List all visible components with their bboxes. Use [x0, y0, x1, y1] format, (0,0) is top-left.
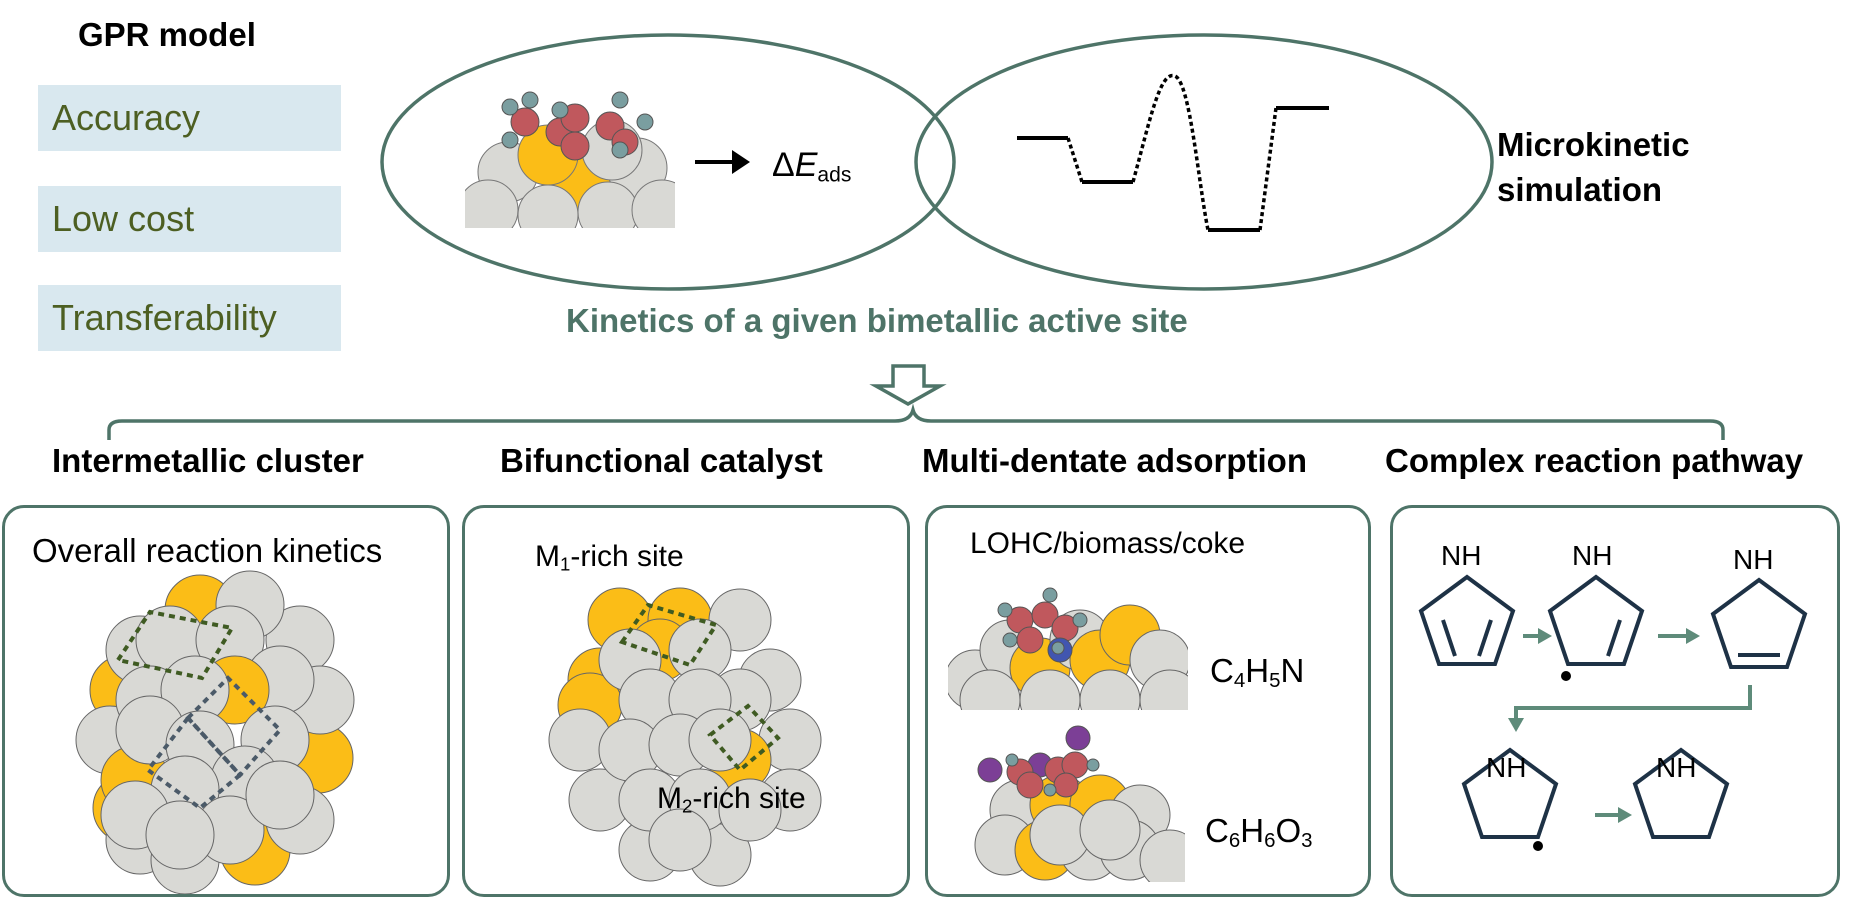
delta-symbol: Δ: [772, 146, 795, 184]
f1-c: C: [1210, 652, 1234, 689]
m1-rich-site-label: M1-rich site: [535, 540, 684, 576]
bifunctional-cluster-model: [548, 587, 822, 887]
formula-c6h6o3: C6H6O3: [1205, 812, 1312, 853]
adsorbate-c4h5n: [997, 587, 1088, 663]
panel-title-multidentate: Multi-dentate adsorption: [922, 442, 1307, 479]
m1-site-outline: [618, 602, 720, 668]
reaction-pathway: [1418, 574, 1808, 839]
f1-n: N: [1280, 652, 1305, 689]
overall-kinetics-label: Overall reaction kinetics: [32, 532, 383, 569]
f1-c-count: 4: [1233, 669, 1246, 693]
microkinetic-ellipse: [914, 33, 1494, 291]
f2-h-count: 6: [1264, 829, 1276, 853]
m2-subscript: 2: [682, 795, 693, 817]
panel-intermetallic: [2, 505, 450, 897]
intermediate-ring-1: [1547, 574, 1645, 666]
energy-symbol: E: [794, 146, 818, 184]
microkinetic-label-line1: Microkinetic: [1497, 126, 1690, 163]
panel-bifunctional: [462, 505, 910, 897]
panel-title-complex-pathway: Complex reaction pathway: [1385, 442, 1804, 479]
intermediate-ring-2: [1710, 577, 1808, 669]
pyrrole-ring: [1418, 574, 1516, 666]
adsorbate-c6h6o3: [977, 725, 1100, 799]
f2-c: C: [1205, 812, 1229, 849]
pyrrolidine-ring: [1632, 747, 1730, 839]
kinetics-caption: Kinetics of a given bimetallic active si…: [566, 302, 1188, 339]
f2-h: H: [1240, 812, 1265, 849]
panel-complex-pathway: [1390, 505, 1840, 897]
feature-low-cost: Low cost: [38, 186, 341, 252]
panel-multidentate: [925, 505, 1371, 897]
top-adsorbate: [501, 91, 654, 161]
lohc-label: LOHC/biomass/coke: [970, 527, 1246, 560]
nh-label-3: NH: [1733, 544, 1774, 575]
feature-transferability: Transferability: [38, 285, 341, 351]
f1-h-count: 5: [1269, 669, 1281, 693]
f2-c-count: 6: [1228, 829, 1241, 853]
radical-dot-1: [1561, 671, 1571, 681]
nh-label-4: NH: [1486, 752, 1527, 783]
panel-title-intermetallic: Intermetallic cluster: [52, 442, 364, 479]
m2-rich-site-label: M2-rich site: [657, 782, 806, 818]
grouping-brace: [107, 403, 1725, 440]
feature-accuracy: Accuracy: [38, 85, 341, 151]
intermetallic-cluster-model: [75, 570, 355, 895]
m2-suffix: -rich site: [692, 782, 806, 815]
dft-ellipse: [380, 33, 956, 291]
panel-title-bifunctional: Bifunctional catalyst: [500, 442, 823, 479]
gpr-model-title: GPR model: [78, 16, 256, 53]
eads-label: ΔEads: [772, 146, 851, 187]
pathway-arrows: [1508, 628, 1752, 823]
ads-subscript: ads: [817, 163, 852, 187]
m1-subscript: 1: [560, 553, 571, 575]
slab-c6h6o3: [974, 774, 1185, 882]
f2-o: O: [1275, 812, 1302, 849]
m1-suffix: -rich site: [570, 540, 684, 573]
down-arrow-icon: [869, 364, 947, 407]
m1-prefix: M: [535, 540, 560, 573]
intermediate-ring-3: [1461, 747, 1559, 839]
nh-label-1: NH: [1441, 540, 1482, 571]
m2-prefix: M: [657, 782, 682, 815]
dashed-site-green: [114, 609, 236, 681]
f1-h: H: [1245, 652, 1270, 689]
formula-c4h5n: C4H5N: [1210, 652, 1304, 693]
microkinetic-label-line2: simulation: [1497, 171, 1663, 208]
m2-site-outline: [707, 703, 781, 773]
f2-o-count: 3: [1301, 829, 1313, 853]
radical-dot-2: [1533, 841, 1543, 851]
energy-profile: [1017, 73, 1329, 232]
dashed-site-slate: [185, 675, 283, 778]
nh-label-2: NH: [1572, 540, 1613, 571]
nh-label-5: NH: [1656, 752, 1697, 783]
